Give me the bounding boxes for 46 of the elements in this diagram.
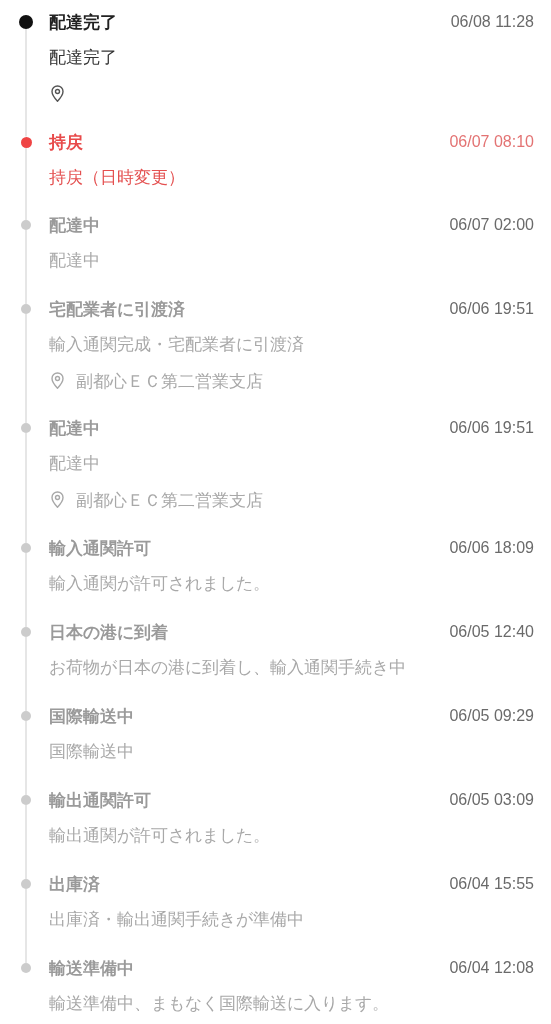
status-title: 持戻 <box>49 132 83 152</box>
timestamp: 06/06 19:51 <box>449 299 534 319</box>
timestamp: 06/06 19:51 <box>449 418 534 438</box>
timestamp: 06/05 09:29 <box>449 706 534 726</box>
timeline-dot <box>21 220 31 230</box>
status-title: 日本の港に到着 <box>49 622 168 642</box>
timeline-dot <box>21 423 31 433</box>
timeline-dot <box>21 711 31 721</box>
status-title: 輸送準備中 <box>49 958 134 978</box>
timestamp: 06/07 08:10 <box>449 132 534 152</box>
timeline-dot <box>21 963 31 973</box>
status-title: 宅配業者に引渡済 <box>49 299 185 319</box>
timestamp: 06/05 03:09 <box>449 790 534 810</box>
timestamp: 06/08 11:28 <box>450 12 534 32</box>
timestamp: 06/06 18:09 <box>449 538 534 558</box>
timestamp: 06/04 12:08 <box>449 958 534 978</box>
location-text: 副都心ＥＣ第二営業支店 <box>76 371 263 391</box>
timeline-dot <box>19 15 33 29</box>
status-description: 持戻（日時変更） <box>49 167 185 187</box>
status-description: 輸送準備中、まもなく国際輸送に入ります。 <box>49 993 389 1013</box>
timestamp: 06/05 12:40 <box>449 622 534 642</box>
status-description: 輸出通関が許可されました。 <box>49 825 270 845</box>
status-description: 配達中 <box>49 250 100 270</box>
timestamp: 06/07 02:00 <box>449 215 534 235</box>
timeline-dot <box>21 627 31 637</box>
timeline-dot <box>20 136 32 148</box>
status-description: 出庫済・輸出通関手続きが準備中 <box>49 909 304 929</box>
timeline-dot <box>21 304 31 314</box>
timeline-dot <box>21 879 31 889</box>
status-title: 輸出通関許可 <box>49 790 151 810</box>
status-title: 配達中 <box>49 418 100 438</box>
status-description: 国際輸送中 <box>49 741 134 761</box>
status-description: お荷物が日本の港に到着し、輸入通関手続き中 <box>49 657 406 677</box>
status-title: 輸入通関許可 <box>49 538 151 558</box>
status-title: 配達完了 <box>49 12 117 32</box>
status-title: 配達中 <box>49 215 100 235</box>
status-title: 国際輸送中 <box>49 706 134 726</box>
location-text: 副都心ＥＣ第二営業支店 <box>76 490 263 510</box>
timeline-dot <box>21 543 31 553</box>
status-description: 輸入通関が許可されました。 <box>49 573 270 593</box>
timestamp: 06/04 15:55 <box>449 874 534 894</box>
status-description: 輸入通関完成・宅配業者に引渡済 <box>49 334 304 354</box>
status-description: 配達完了 <box>49 47 117 67</box>
status-description: 配達中 <box>49 453 100 473</box>
status-title: 出庫済 <box>49 874 100 894</box>
timeline-dot <box>21 795 31 805</box>
